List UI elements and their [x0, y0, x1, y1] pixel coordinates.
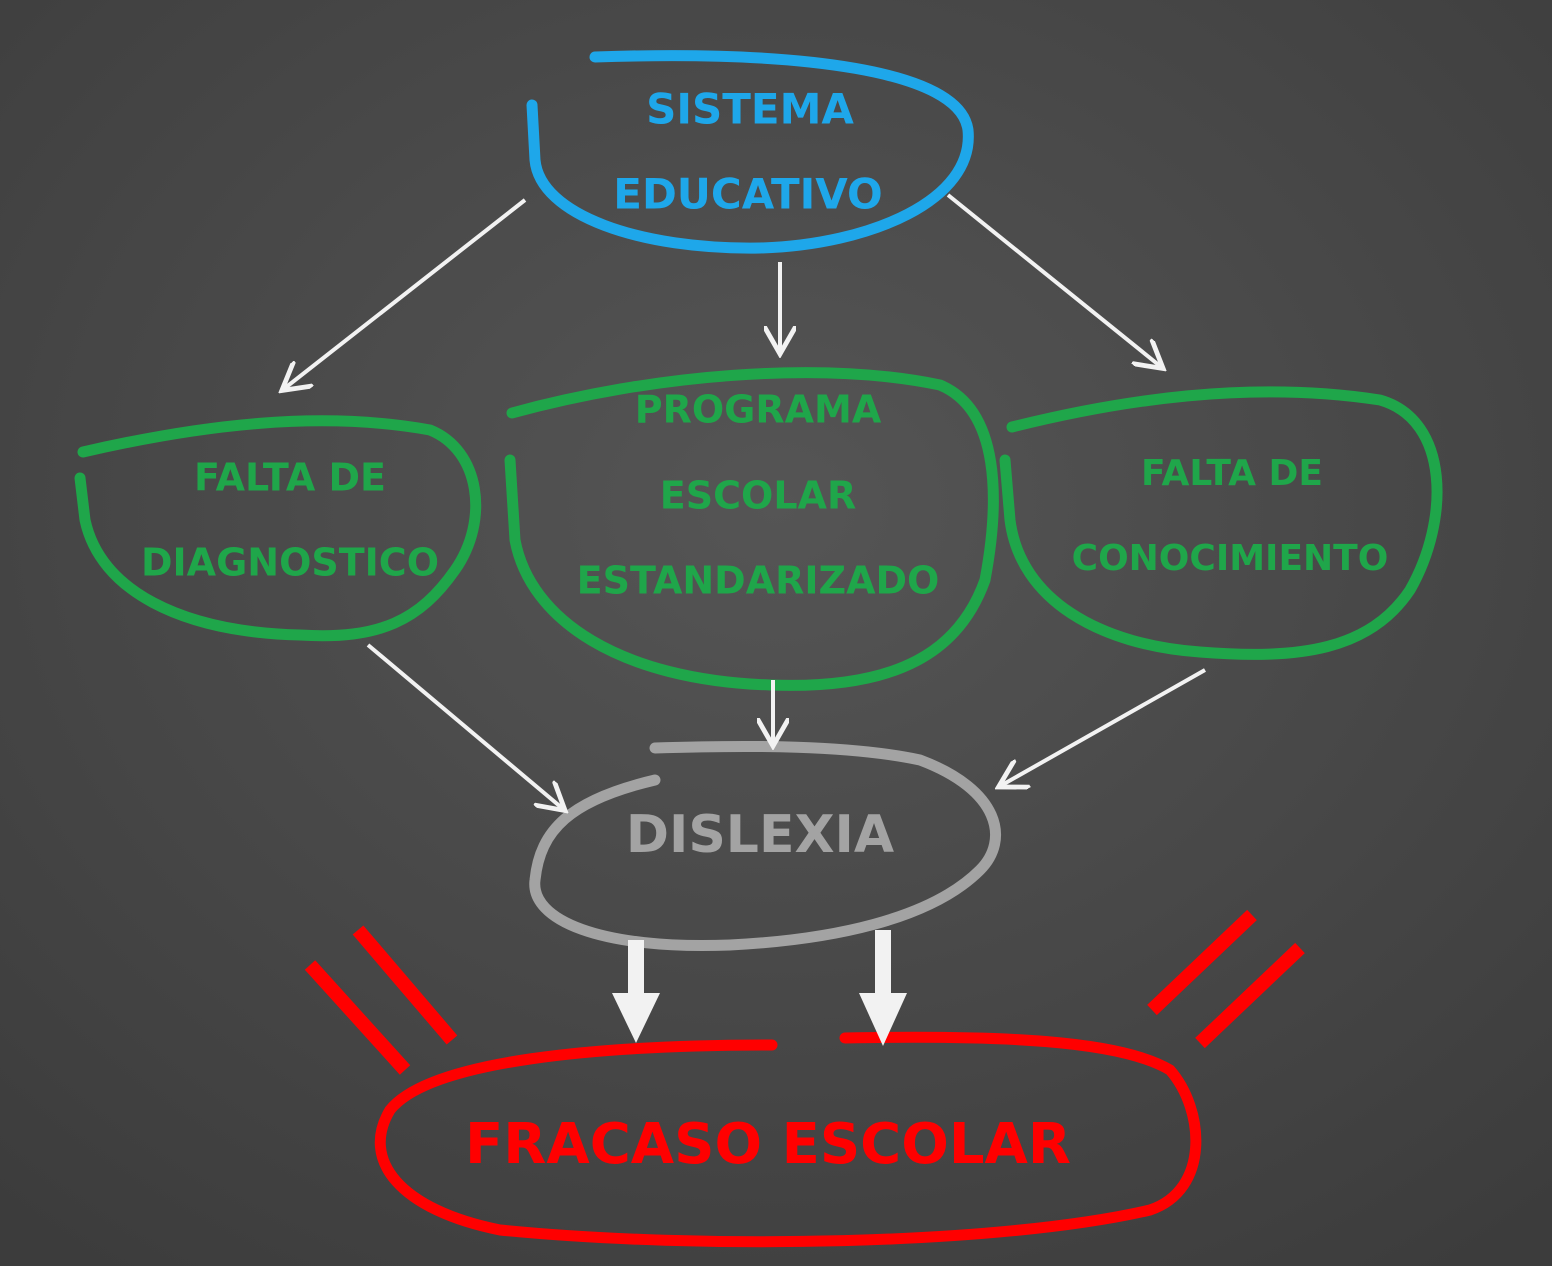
sistema-label: SISTEMA EDUCATIVO — [613, 85, 882, 219]
dislexia-outline — [529, 740, 1001, 952]
conocimiento-outline — [999, 386, 1443, 660]
programa-line-1: PROGRAMA — [635, 388, 882, 432]
programa-outline — [504, 367, 999, 691]
programa-line-3: ESTANDARIZADO — [577, 559, 940, 603]
conocimiento-label: FALTA DE CONOCIMIENTO — [1072, 453, 1389, 579]
diagnostico-line-1: FALTA DE — [194, 456, 386, 500]
sistema-outline — [526, 50, 974, 254]
fracaso-label: FRACASO ESCOLAR — [465, 1112, 1071, 1177]
arrow-dislexia-fracaso-right — [859, 930, 907, 1046]
programa-label: PROGRAMA ESCOLAR ESTANDARIZADO — [577, 388, 940, 603]
diagnostico-line-2: DIAGNOSTICO — [141, 541, 439, 585]
diagnostico-outline — [74, 415, 482, 642]
diagnostico-label: FALTA DE DIAGNOSTICO — [141, 456, 439, 585]
programa-line-2: ESCOLAR — [660, 474, 856, 518]
arrow-dislexia-fracaso-left — [612, 940, 660, 1043]
dislexia-label: DISLEXIA — [626, 805, 894, 865]
fracaso-outline — [374, 1031, 1202, 1248]
sistema-line-1: SISTEMA — [646, 85, 854, 134]
sistema-line-2: EDUCATIVO — [613, 170, 882, 219]
arrows — [285, 193, 1206, 1046]
arrow-diagnostico-dislexia — [366, 643, 562, 808]
emphasis-strokes — [304, 909, 1305, 1075]
conocimiento-line-2: CONOCIMIENTO — [1072, 538, 1389, 579]
arrow-sistema-conocimiento — [946, 193, 1160, 366]
arrow-conocimiento-dislexia — [1002, 668, 1206, 785]
arrow-sistema-diagnostico — [285, 198, 527, 388]
conocimiento-line-1: FALTA DE — [1141, 453, 1323, 494]
